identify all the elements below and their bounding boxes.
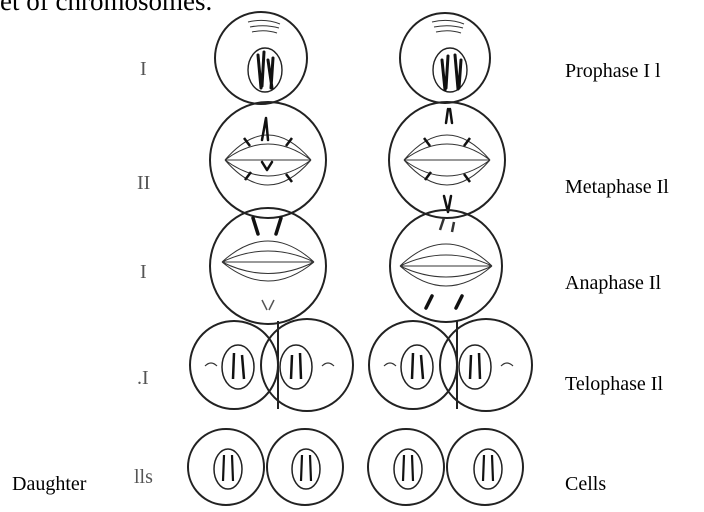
left-fragment-cells: lls	[134, 466, 153, 488]
telophase-pair-left	[189, 318, 354, 412]
caption-fragment: et of chromosomes.	[0, 0, 213, 16]
daughter-label: Daughter	[12, 473, 87, 495]
left-fragment-anaphase: I	[140, 261, 147, 283]
telophase-pair-right	[368, 318, 533, 412]
anaphase-cell-left	[209, 207, 327, 325]
left-fragment-metaphase: II	[137, 172, 151, 194]
anaphase-cell-right	[389, 209, 503, 323]
label-metaphase: Metaphase Il	[565, 176, 669, 198]
prophase-cell-right	[399, 12, 491, 104]
metaphase-cell-left	[209, 101, 327, 219]
label-cells: Cells	[565, 473, 607, 495]
label-telophase: Telophase Il	[565, 373, 664, 395]
daughter-cell-1	[187, 428, 265, 506]
left-fragment-telophase: .I	[137, 367, 149, 389]
metaphase-cell-right	[388, 101, 506, 219]
daughter-cell-4	[446, 428, 524, 506]
prophase-cell-left	[214, 11, 308, 105]
daughter-cell-3	[367, 428, 445, 506]
label-anaphase: Anaphase Il	[565, 272, 662, 294]
left-fragment-prophase: I	[140, 58, 147, 80]
daughter-cell-2	[266, 428, 344, 506]
label-prophase: Prophase I l	[565, 60, 661, 82]
